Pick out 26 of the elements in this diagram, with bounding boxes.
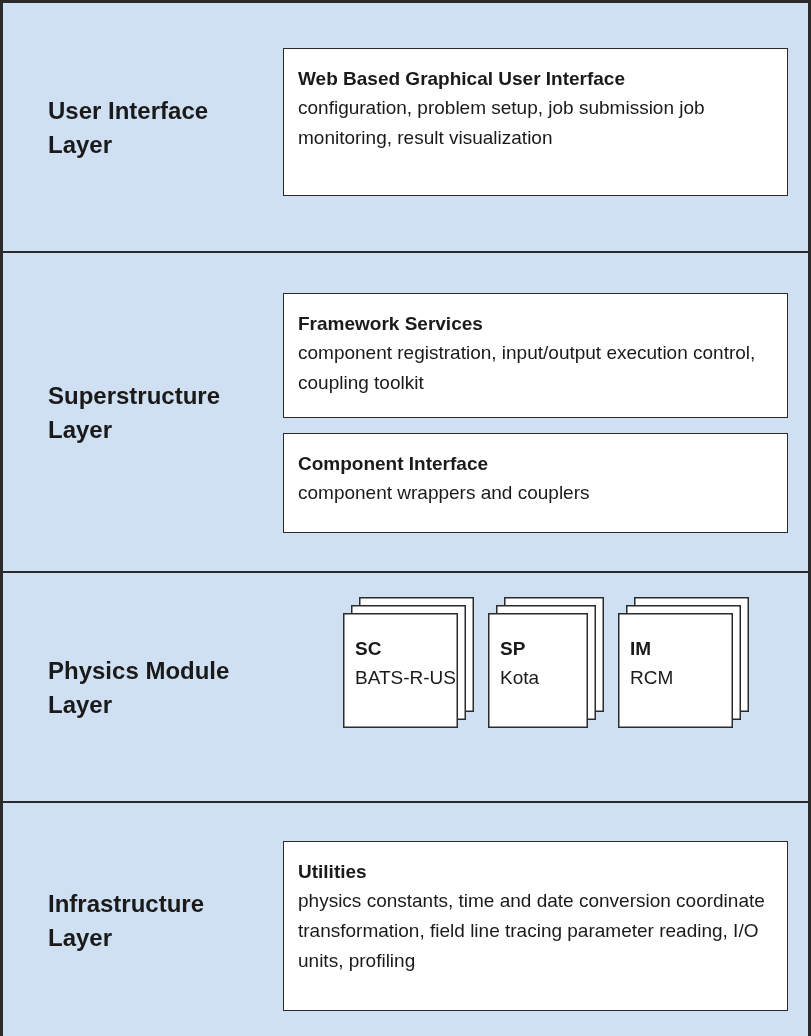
box-title: Component Interface (298, 452, 490, 476)
module-name: SC (355, 637, 383, 661)
model-name: BATS-R-US (355, 666, 456, 690)
box-description: component registration, input/output execution control, coupling toolkit (298, 341, 757, 395)
box-title: Framework Services (298, 312, 484, 336)
layer-title: Superstructure Layer (48, 381, 222, 445)
module-box (283, 48, 788, 196)
box-title: Utilities (298, 860, 368, 884)
module-box (283, 293, 788, 418)
box-description: component wrappers and couplers (298, 481, 591, 505)
module-name: SP (500, 637, 527, 661)
box-description: physics constants, time and date conversion coordinate transformation, field line tracing parameter reading, I/O units, profiling (298, 889, 766, 973)
layer-title: Physics Module Layer (48, 656, 231, 720)
layer-band (3, 803, 808, 1036)
box-title: Web Based Graphical User Interface (298, 67, 626, 91)
module-name: IM (630, 637, 653, 661)
module-box (283, 433, 788, 533)
layer-title: Infrastructure Layer (48, 889, 206, 953)
module-box (283, 841, 788, 1011)
model-name: RCM (630, 666, 674, 690)
model-name: Kota (500, 666, 540, 690)
layer-title: User Interface Layer (48, 96, 210, 160)
layer-band (3, 573, 808, 803)
box-description: configuration, problem setup, job submission job monitoring, result visualization (298, 96, 706, 150)
layer-band (3, 3, 808, 253)
layer-band (3, 253, 808, 573)
